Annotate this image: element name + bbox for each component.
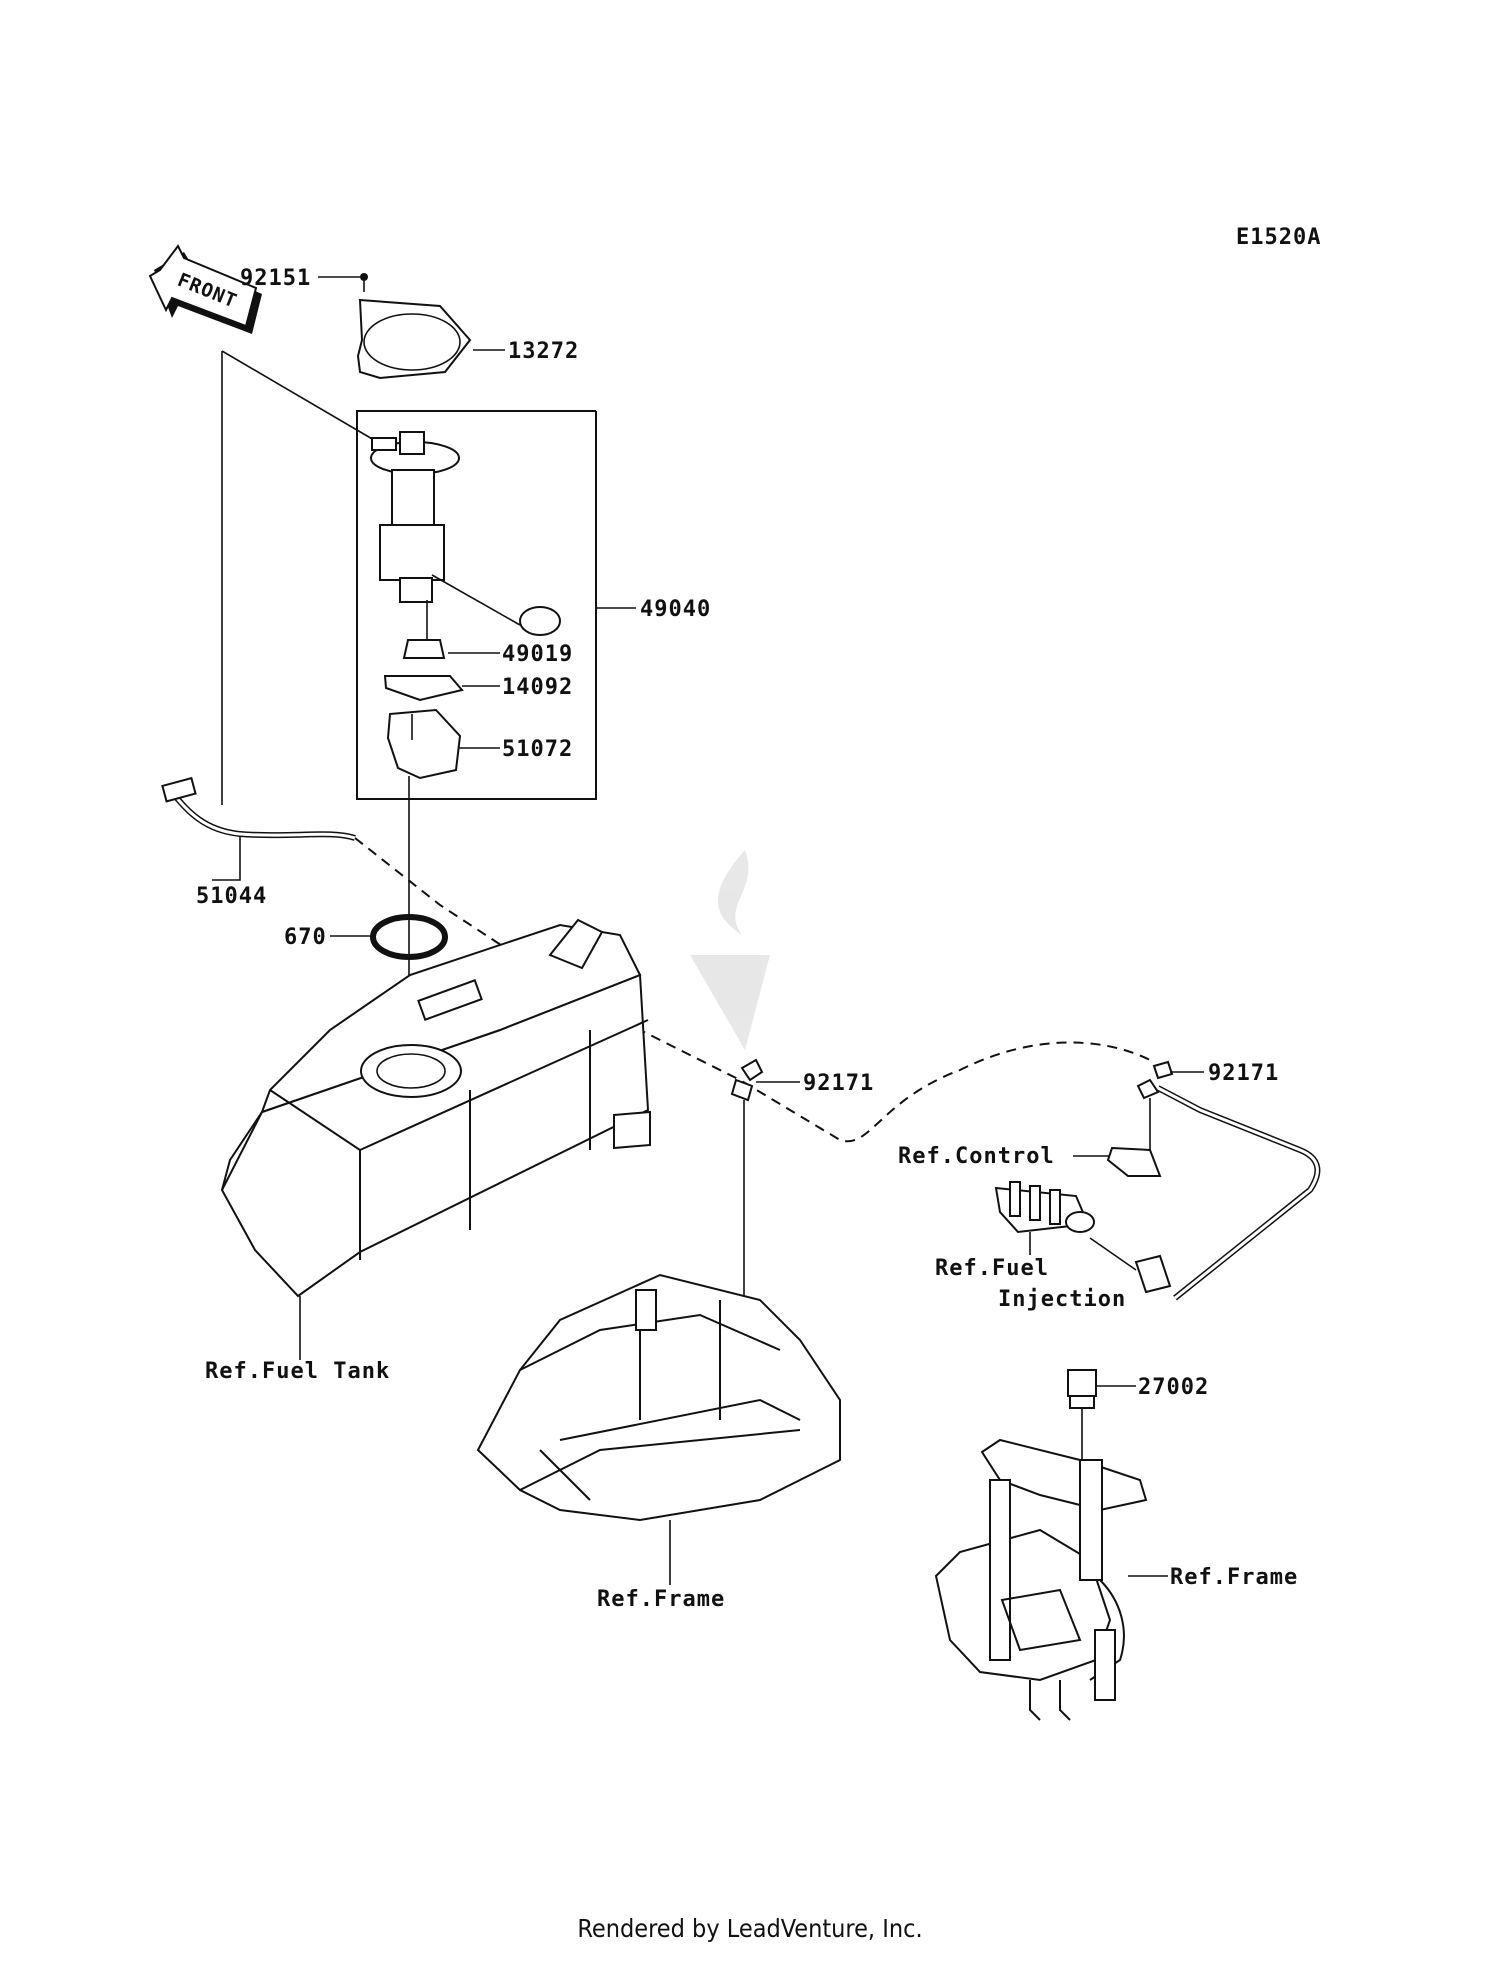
diagram-code: E1520A	[1236, 225, 1321, 250]
part-number-92151: 92151	[240, 266, 311, 291]
ref-frame-center: Ref.Frame	[597, 1587, 725, 1612]
ref-fuel-tank: Ref.Fuel Tank	[205, 1359, 390, 1384]
part-number-13272: 13272	[508, 339, 579, 364]
part-92171-clamp-right[interactable]: 92171	[1106, 1060, 1279, 1177]
frame-center-icon[interactable]: Ref.Frame	[476, 1273, 841, 1612]
part-number-92171-right: 92171	[1208, 1061, 1279, 1086]
part-92151[interactable]: 92151	[240, 266, 368, 292]
ref-fuel-injection-line1: Ref.Fuel	[935, 1256, 1049, 1281]
front-arrow-icon: FRONT	[148, 244, 262, 334]
ref-control: Ref.Control	[898, 1144, 1055, 1169]
fuel-pump-icon[interactable]	[370, 431, 561, 640]
part-number-51044: 51044	[196, 884, 267, 909]
part-number-670: 670	[284, 925, 327, 950]
part-number-49019: 49019	[502, 642, 573, 667]
part-51044-hose[interactable]: 51044	[161, 776, 356, 909]
ref-frame-right: Ref.Frame	[1170, 1565, 1298, 1590]
fuel-hose-right[interactable]	[1089, 1085, 1321, 1301]
part-27002-switch[interactable]: 27002	[1067, 1369, 1209, 1470]
footer-credit: Rendered by LeadVenture, Inc.	[577, 1914, 923, 1943]
part-14092-cover[interactable]: 14092	[383, 675, 573, 702]
part-13272-plate[interactable]: 13272	[356, 298, 579, 380]
fuel-injection-rail-icon[interactable]	[994, 1181, 1095, 1255]
part-670-gasket[interactable]: 670	[284, 914, 448, 960]
part-49019-filter[interactable]: 49019	[402, 639, 573, 667]
part-51072-cup[interactable]: 51072	[386, 708, 573, 780]
fuel-line-dashed	[354, 837, 1151, 1143]
fuel-tank-icon[interactable]: Ref.Fuel Tank	[205, 918, 651, 1384]
part-number-49040: 49040	[640, 597, 711, 622]
ref-fuel-injection-line2: Injection	[998, 1287, 1126, 1312]
watermark-logo	[690, 850, 770, 1050]
frame-right-icon[interactable]: Ref.Frame	[934, 1438, 1298, 1721]
part-number-27002: 27002	[1138, 1375, 1209, 1400]
part-number-51072: 51072	[502, 737, 573, 762]
part-number-92171-center: 92171	[803, 1071, 874, 1096]
part-number-14092: 14092	[502, 675, 573, 700]
part-49040-bracket: 49040	[356, 410, 711, 800]
leader-line	[221, 350, 375, 441]
part-92171-clamp-center[interactable]: 92171	[730, 1058, 874, 1390]
